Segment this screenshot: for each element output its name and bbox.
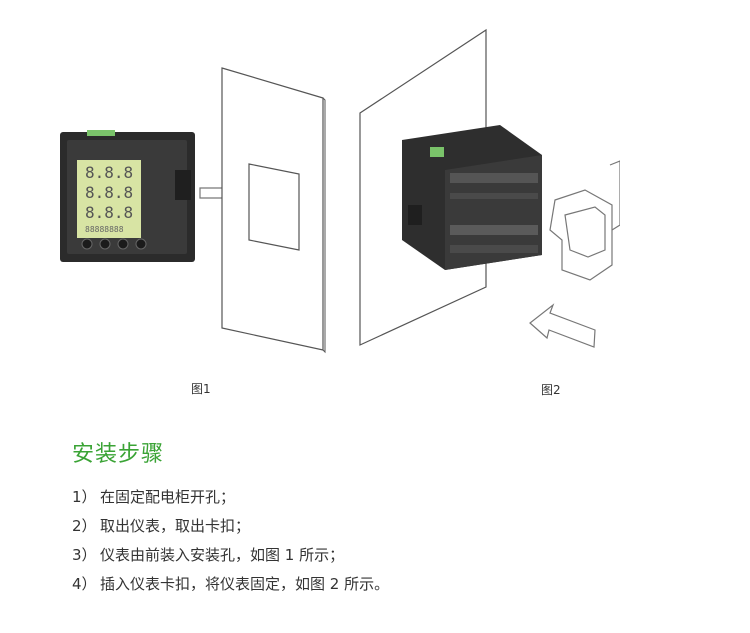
panel-with-cutout (221, 67, 326, 354)
step-number: 1） (72, 488, 97, 506)
step-1: 1）在固定配电柜开孔； (72, 486, 389, 515)
step-number: 2） (72, 517, 97, 535)
step-text: 在固定配电柜开孔； (100, 488, 236, 506)
mounting-clips (549, 160, 620, 281)
figure-1-caption: 图1 (191, 382, 211, 396)
step-number: 3） (72, 546, 97, 564)
step-number: 4） (72, 575, 97, 593)
svg-text:88888888: 88888888 (85, 225, 124, 234)
meter-back (402, 125, 542, 270)
svg-text:8.8.8: 8.8.8 (85, 203, 133, 222)
step-text: 仪表由前装入安装孔，如图 1 所示； (100, 546, 345, 564)
step-3: 3）仪表由前装入安装孔，如图 1 所示； (72, 544, 389, 573)
svg-text:8.8.8: 8.8.8 (85, 183, 133, 202)
step-text: 插入仪表卡扣，将仪表固定，如图 2 所示。 (100, 575, 390, 593)
section-title: 安装步骤 (72, 442, 165, 467)
step-4: 4）插入仪表卡扣，将仪表固定，如图 2 所示。 (72, 573, 389, 602)
figure-2-caption: 图2 (541, 383, 561, 397)
svg-text:8.8.8: 8.8.8 (85, 163, 133, 182)
step-text: 取出仪表，取出卡扣； (100, 517, 251, 535)
meter-front: 8.8.8 8.8.8 8.8.8 88888888 (60, 130, 195, 262)
step-2: 2）取出仪表，取出卡扣； (72, 515, 389, 544)
figure-2-illustration (359, 28, 620, 348)
figure-1-illustration: 8.8.8 8.8.8 8.8.8 88888888 (60, 67, 326, 354)
installation-steps-list: 1）在固定配电柜开孔； 2）取出仪表，取出卡扣； 3）仪表由前装入安装孔，如图 … (72, 486, 389, 602)
arrow-up-left-icon (529, 303, 596, 348)
